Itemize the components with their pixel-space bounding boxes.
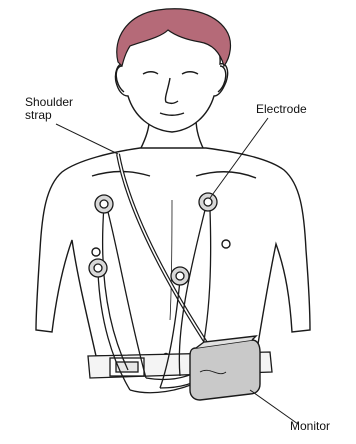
torso bbox=[36, 148, 310, 359]
label-shoulder-strap: Shoulder strap bbox=[25, 96, 73, 122]
electrode-lower-right bbox=[171, 267, 189, 285]
label-monitor: Monitor bbox=[290, 420, 330, 433]
leader-shoulder bbox=[56, 124, 118, 154]
nipple-right bbox=[222, 240, 230, 248]
label-shoulder-line2: strap bbox=[25, 109, 73, 122]
nipple-left bbox=[92, 248, 100, 256]
electrode-upper-left bbox=[95, 195, 113, 213]
label-electrode: Electrode bbox=[256, 103, 307, 116]
monitor-device bbox=[190, 336, 260, 400]
electrode-lower-left bbox=[89, 259, 107, 277]
electrode-upper-right bbox=[199, 193, 217, 211]
